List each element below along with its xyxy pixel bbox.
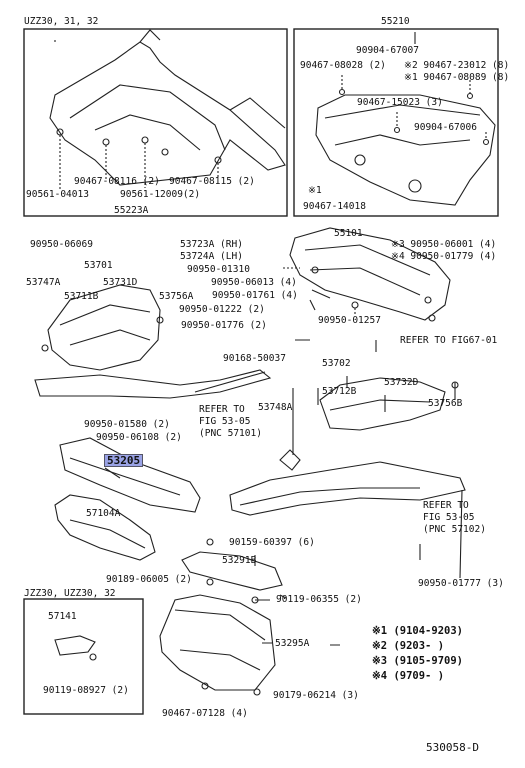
note-mark-1: ※1 bbox=[308, 185, 322, 196]
label-57141[interactable]: 57141 bbox=[48, 611, 77, 622]
label-53712b[interactable]: 53712B bbox=[322, 386, 357, 397]
label-90950-01779[interactable]: ※4 90950-01779 (4) bbox=[391, 251, 497, 262]
label-57104a[interactable]: 57104A bbox=[86, 508, 121, 519]
note-1: ※1 (9104-9203) bbox=[372, 625, 463, 637]
figure-id: 530058-D bbox=[426, 741, 479, 754]
label-90159-60397[interactable]: 90159-60397 (6) bbox=[229, 537, 315, 548]
label-53724a[interactable]: 53724A (LH) bbox=[180, 251, 243, 262]
part-53701-shape bbox=[47, 284, 161, 371]
label-90950-01776[interactable]: 90950-01776 (2) bbox=[181, 320, 267, 331]
label-90467-08116[interactable]: 90467-08116 (2) bbox=[74, 176, 160, 187]
label-90904-67007[interactable]: 90904-67007 bbox=[356, 45, 419, 56]
label-refer-left-2[interactable]: FIG 53-05 bbox=[199, 416, 251, 427]
label-53291b[interactable]: 53291B bbox=[222, 555, 257, 566]
label-53205-highlighted[interactable]: 53205 bbox=[104, 454, 144, 467]
note-2: ※2 (9203- ) bbox=[372, 640, 445, 652]
label-90950-06001[interactable]: ※3 90950-06001 (4) bbox=[391, 239, 497, 250]
label-90950-01257[interactable]: 90950-01257 bbox=[318, 315, 381, 326]
label-90119-06355[interactable]: 90119-06355 (2) bbox=[276, 594, 362, 605]
label-90119-08927[interactable]: 90119-08927 (2) bbox=[43, 685, 129, 696]
frame-55210 bbox=[293, 28, 499, 217]
label-90950-01222[interactable]: 90950-01222 (2) bbox=[179, 304, 265, 315]
label-90467-08028[interactable]: 90467-08028 (2) bbox=[300, 60, 386, 71]
label-90950-06013[interactable]: 90950-06013 (4) bbox=[211, 277, 297, 288]
note-4: ※4 (9709- ) bbox=[372, 670, 445, 682]
label-90561-04013[interactable]: 90561-04013 bbox=[26, 189, 89, 200]
note-3: ※3 (9105-9709) bbox=[372, 655, 463, 667]
part-55101-shape bbox=[289, 227, 451, 321]
label-53711b[interactable]: 53711B bbox=[64, 291, 99, 302]
label-refer-left-1[interactable]: REFER TO bbox=[199, 404, 245, 415]
label-53747a[interactable]: 53747A bbox=[26, 277, 61, 288]
label-55101[interactable]: 55101 bbox=[334, 228, 363, 239]
label-53731d[interactable]: 53731D bbox=[103, 277, 138, 288]
label-53295a[interactable]: 53295A bbox=[275, 638, 310, 649]
label-90467-15023[interactable]: 90467-15023 (3) bbox=[357, 97, 443, 108]
label-90467-23012[interactable]: ※2 90467-23012 (8) bbox=[404, 60, 510, 71]
label-90467-08115[interactable]: 90467-08115 (2) bbox=[169, 176, 255, 187]
label-90189-06005[interactable]: 90189-06005 (2) bbox=[106, 574, 192, 585]
label-53748a[interactable]: 53748A bbox=[258, 402, 293, 413]
label-53701[interactable]: 53701 bbox=[84, 260, 113, 271]
label-90904-67006[interactable]: 90904-67006 bbox=[414, 122, 477, 133]
frame-jzz bbox=[23, 598, 144, 715]
label-refer-right-2[interactable]: FIG 53-05 bbox=[423, 512, 475, 523]
label-55210[interactable]: 55210 bbox=[381, 16, 410, 27]
label-53732d[interactable]: 53732D bbox=[384, 377, 419, 388]
part-55210-shape bbox=[315, 94, 496, 206]
label-53756b[interactable]: 53756B bbox=[428, 398, 463, 409]
label-90950-01777[interactable]: 90950-01777 (3) bbox=[418, 578, 504, 589]
label-refer-left-3[interactable]: (PNC 57101) bbox=[199, 428, 262, 439]
label-90168-50037[interactable]: 90168-50037 bbox=[223, 353, 286, 364]
label-53723a[interactable]: 53723A (RH) bbox=[180, 239, 243, 250]
label-90467-07128[interactable]: 90467-07128 (4) bbox=[162, 708, 248, 719]
part-53205-shape bbox=[59, 437, 201, 513]
label-refer-right-1[interactable]: REFER TO bbox=[423, 500, 469, 511]
label-53702[interactable]: 53702 bbox=[322, 358, 351, 369]
label-90950-01580[interactable]: 90950-01580 (2) bbox=[84, 419, 170, 430]
label-90467-08089[interactable]: ※1 90467-08089 (8) bbox=[404, 72, 510, 83]
frame-uzz bbox=[23, 28, 288, 217]
model-label-uzz: UZZ30, 31, 32 bbox=[24, 16, 99, 27]
label-90561-12009[interactable]: 90561-12009(2) bbox=[120, 189, 201, 200]
label-90467-14018[interactable]: 90467-14018 bbox=[303, 201, 366, 212]
model-label-jzz: JZZ30, UZZ30, 32 bbox=[24, 588, 116, 599]
label-53756a[interactable]: 53756A bbox=[159, 291, 194, 302]
label-55223a[interactable]: 55223A bbox=[114, 205, 149, 216]
label-90950-06069[interactable]: 90950-06069 bbox=[30, 239, 93, 250]
label-90950-01761[interactable]: 90950-01761 (4) bbox=[212, 290, 298, 301]
label-refer-right-3[interactable]: (PNC 57102) bbox=[423, 524, 486, 535]
label-90179-06214[interactable]: 90179-06214 (3) bbox=[273, 690, 359, 701]
label-90950-01310[interactable]: 90950-01310 bbox=[187, 264, 250, 275]
label-refer-fig67[interactable]: REFER TO FIG67-01 bbox=[400, 335, 498, 346]
part-55223a-shape bbox=[49, 41, 286, 186]
label-90950-06108[interactable]: 90950-06108 (2) bbox=[96, 432, 182, 443]
